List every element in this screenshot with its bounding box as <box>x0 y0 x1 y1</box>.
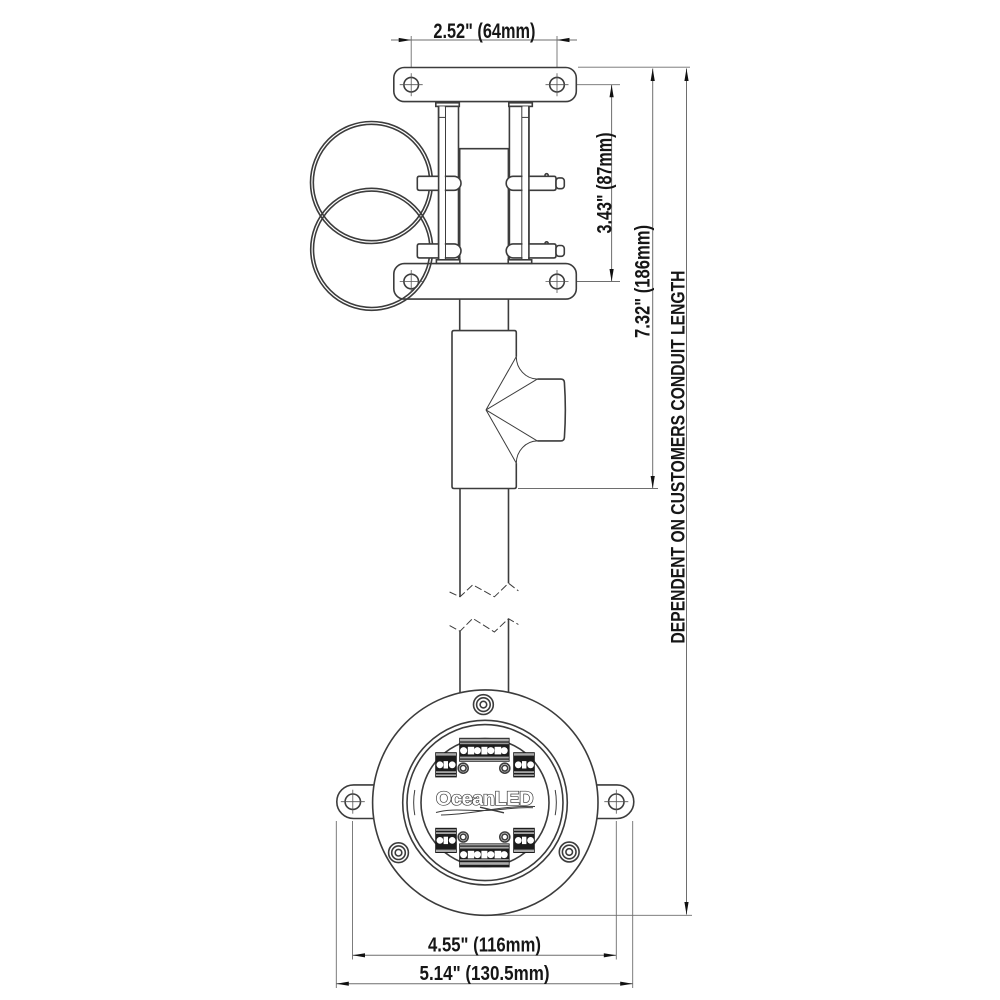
svg-text:DEPENDENT ON CUSTOMERS CONDUIT: DEPENDENT ON CUSTOMERS CONDUIT LENGTH <box>669 271 690 644</box>
svg-text:OceanLED: OceanLED <box>436 789 533 810</box>
svg-text:4.55" (116mm): 4.55" (116mm) <box>428 935 541 957</box>
svg-text:7.32" (186mm): 7.32" (186mm) <box>632 225 655 338</box>
svg-text:3.43" (87mm): 3.43" (87mm) <box>594 133 617 234</box>
svg-text:2.52" (64mm): 2.52" (64mm) <box>433 20 535 43</box>
svg-text:5.14" (130.5mm): 5.14" (130.5mm) <box>420 963 550 985</box>
